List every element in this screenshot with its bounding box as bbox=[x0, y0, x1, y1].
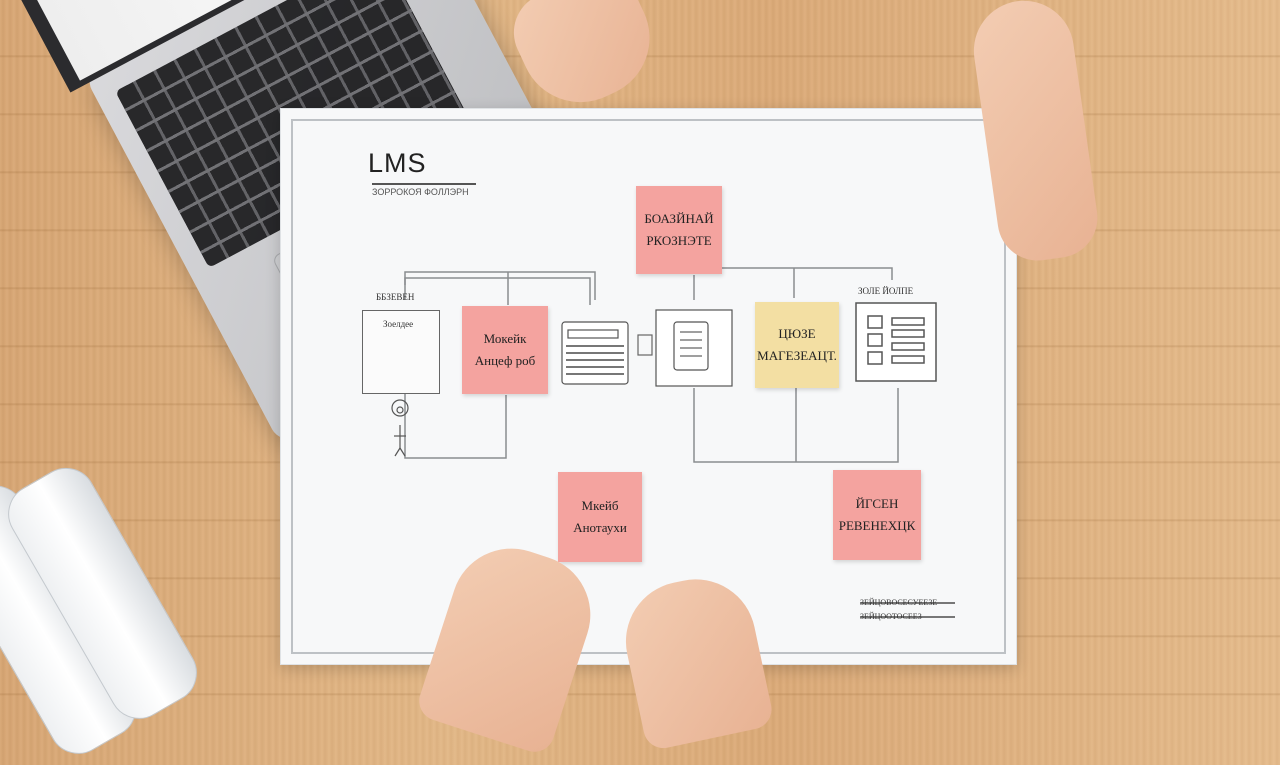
sticky-note-top: БОАЗЙНАЙ РКОЗНЭТЕ bbox=[636, 186, 722, 274]
sticky-note-mid-left: Мокейк Анцеф роб bbox=[462, 306, 548, 394]
sticky-note-mid-right: ЦЮЗЕ МАГЕЗЕАЦТ. bbox=[755, 302, 839, 388]
footnote-line2: ЗЕЙЦООТОСЕЕЗ bbox=[860, 612, 922, 621]
diagram-title: LMS bbox=[368, 148, 427, 178]
sticky-note-bottom-left: Мкейб Анотаухи bbox=[558, 472, 642, 562]
connector-lines bbox=[391, 267, 955, 618]
sticky-note-bottom-right: ЙГСЕН РЕВЕНЕХЦК bbox=[833, 470, 921, 560]
left-empty-box: Зоелдее bbox=[362, 310, 440, 394]
footnote-line1: ЗЕЙЦОВОСЕСУЕЕЗЕ bbox=[860, 598, 938, 607]
diagram-subtitle: ЗОРРОКОЯ ФОЛЛЭРН bbox=[372, 183, 476, 197]
left-section-label: ББЗЕВЕН bbox=[376, 292, 415, 302]
left-box-label: Зоелдее bbox=[383, 319, 414, 329]
right-section-label: ЗОЛЕ ЙОЛПЕ bbox=[858, 286, 914, 296]
